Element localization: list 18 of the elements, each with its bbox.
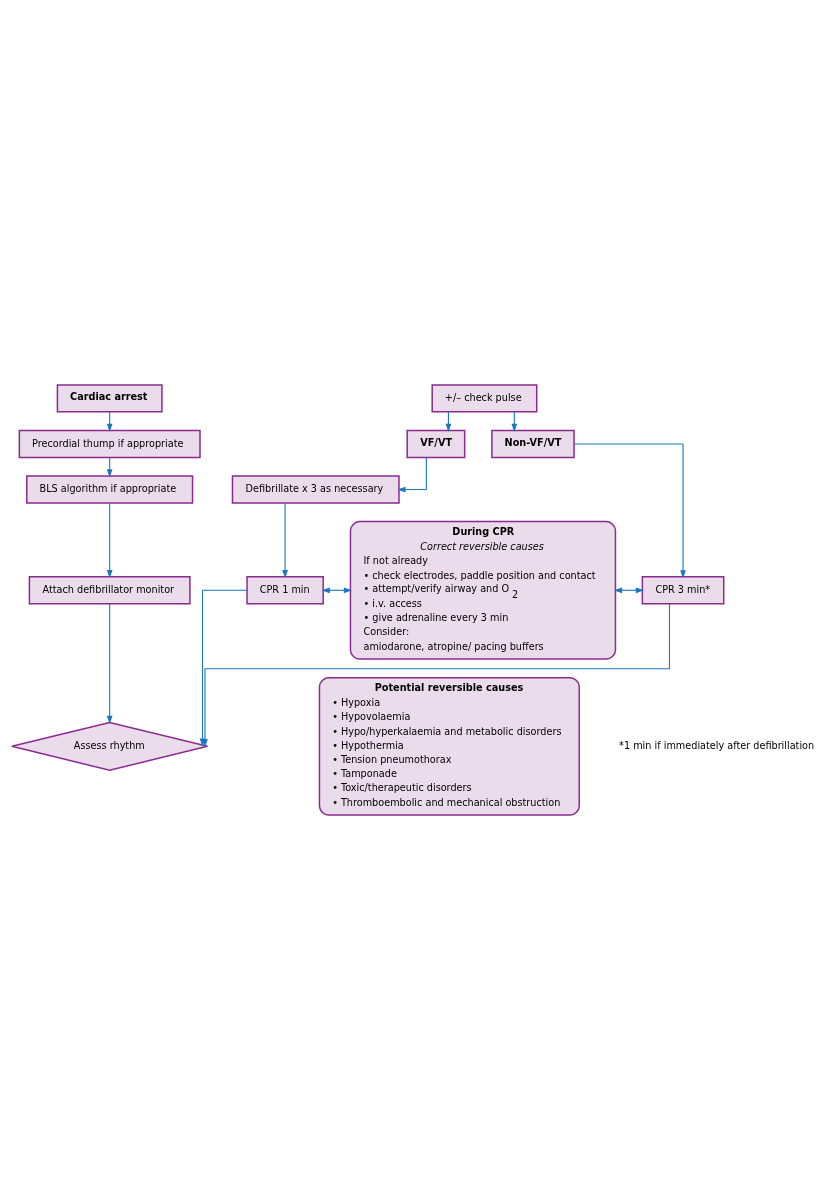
node-box: Potential reversible causes • Hypoxia • Hypovolaemia • Hypo/hyperkalaemia and metabolic disorders • Hypothermia • Tension pneumothorax • Tamponade • Toxic/therapeutic disorders • Thromboembolic and mechanical obstruction bbox=[318, 676, 580, 816]
label: *1 min if immediately after defibrillation bbox=[619, 739, 815, 751]
arrow bbox=[202, 603, 671, 748]
arrow bbox=[106, 603, 113, 725]
node-box: Attach defibrillator monitor bbox=[28, 576, 191, 605]
node-box: BLS algorithm if appropriate bbox=[26, 475, 194, 504]
node-box: Precordial thump if appropriate bbox=[18, 429, 201, 459]
node-box: VF/VT bbox=[406, 429, 466, 459]
node-box: +/– check pulse bbox=[431, 384, 538, 413]
arrow bbox=[397, 457, 427, 493]
node-box: CPR 3 min* bbox=[641, 576, 725, 605]
arrow bbox=[282, 502, 288, 579]
arrow bbox=[573, 443, 686, 579]
node-box: Cardiac arrest bbox=[56, 384, 163, 413]
node-box: Non-VF/VT bbox=[491, 429, 575, 459]
node-box: Defibrillate x 3 as necessary bbox=[231, 475, 400, 504]
arrow bbox=[106, 502, 113, 579]
node-box: CPR 1 min bbox=[246, 576, 324, 605]
